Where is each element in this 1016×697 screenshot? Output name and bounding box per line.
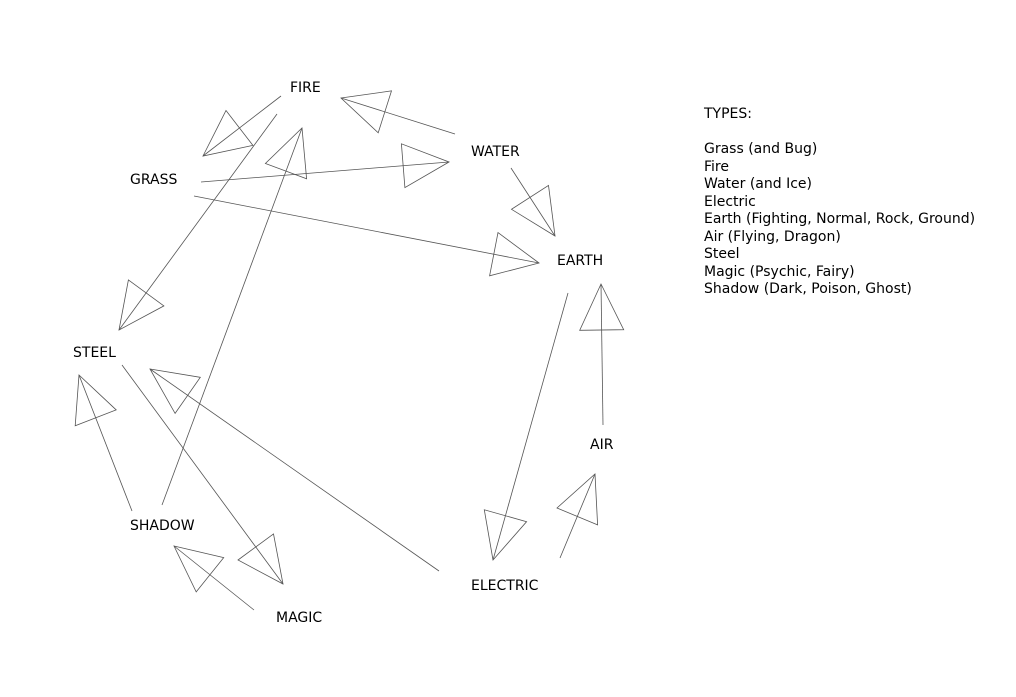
node-electric: ELECTRIC (471, 578, 539, 594)
arrowhead-icon (202, 109, 254, 157)
arrowhead-icon (173, 545, 225, 593)
edge-electric-to-air (559, 473, 596, 559)
node-earth: EARTH (557, 253, 603, 269)
arrowhead-icon (579, 283, 625, 331)
legend-item-shadow: Shadow (Dark, Poison, Ghost) (704, 281, 912, 297)
legend-item-steel: Steel (704, 246, 740, 262)
node-grass: GRASS (130, 172, 177, 188)
edge-grass-to-earth (193, 195, 540, 264)
edge-air-to-earth (600, 283, 604, 426)
arrowhead-icon (556, 473, 599, 526)
node-water: WATER (471, 144, 520, 160)
node-magic: MAGIC (276, 610, 322, 626)
legend: TYPES: Grass (and Bug) Fire Water (and I… (704, 106, 975, 299)
legend-item-earth: Earth (Fighting, Normal, Rock, Ground) (704, 211, 976, 227)
edge-water-to-earth (510, 167, 556, 237)
arrowhead-icon (400, 143, 450, 189)
arrowhead-icon (264, 127, 308, 180)
arrowhead-icon (340, 90, 393, 134)
legend-item-fire: Fire (704, 158, 729, 175)
arrowhead-icon (483, 509, 528, 561)
node-air: AIR (590, 437, 614, 453)
legend-item-air: Air (Flying, Dragon) (704, 228, 841, 245)
legend-item-water: Water (and Ice) (704, 176, 812, 192)
edge-earth-to-electric (492, 292, 569, 561)
edge-grass-to-water (200, 161, 450, 183)
arrowhead-icon (149, 368, 201, 415)
node-shadow: SHADOW (130, 518, 195, 534)
node-steel: STEEL (73, 345, 116, 361)
legend-title: TYPES: (704, 106, 752, 122)
edge-electric-to-steel (149, 368, 440, 572)
edge-fire-to-grass (202, 95, 282, 157)
edge-magic-to-shadow (173, 545, 255, 611)
arrowhead-icon (489, 231, 540, 277)
edge-shadow-to-fire (161, 127, 303, 506)
arrowhead-icon (74, 374, 117, 427)
edge-fire-to-steel (118, 113, 278, 331)
arrowhead-icon (118, 279, 165, 331)
legend-item-grass: Grass (and Bug) (704, 141, 818, 157)
edge-water-to-fire (340, 97, 456, 135)
arrowhead-icon (237, 533, 284, 585)
edge-shadow-to-steel (78, 374, 133, 512)
node-fire: FIRE (290, 80, 321, 96)
edge-steel-to-magic (121, 364, 284, 585)
legend-item-magic: Magic (Psychic, Fairy) (704, 263, 855, 280)
arrowhead-icon (510, 184, 556, 237)
legend-item-electric: Electric (704, 193, 756, 210)
